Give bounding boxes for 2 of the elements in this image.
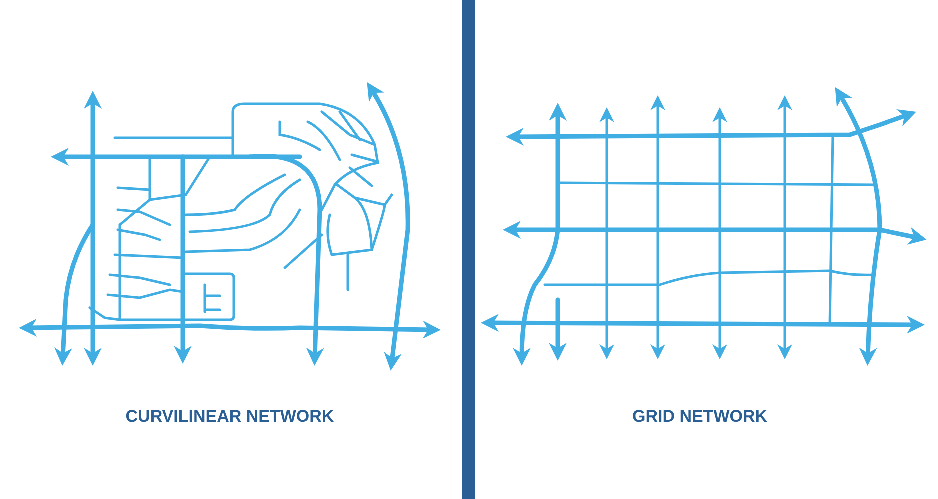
- network-caption: CURVILINEAR NETWORK: [124, 406, 336, 428]
- network-caption: GRID NETWORK: [631, 406, 769, 428]
